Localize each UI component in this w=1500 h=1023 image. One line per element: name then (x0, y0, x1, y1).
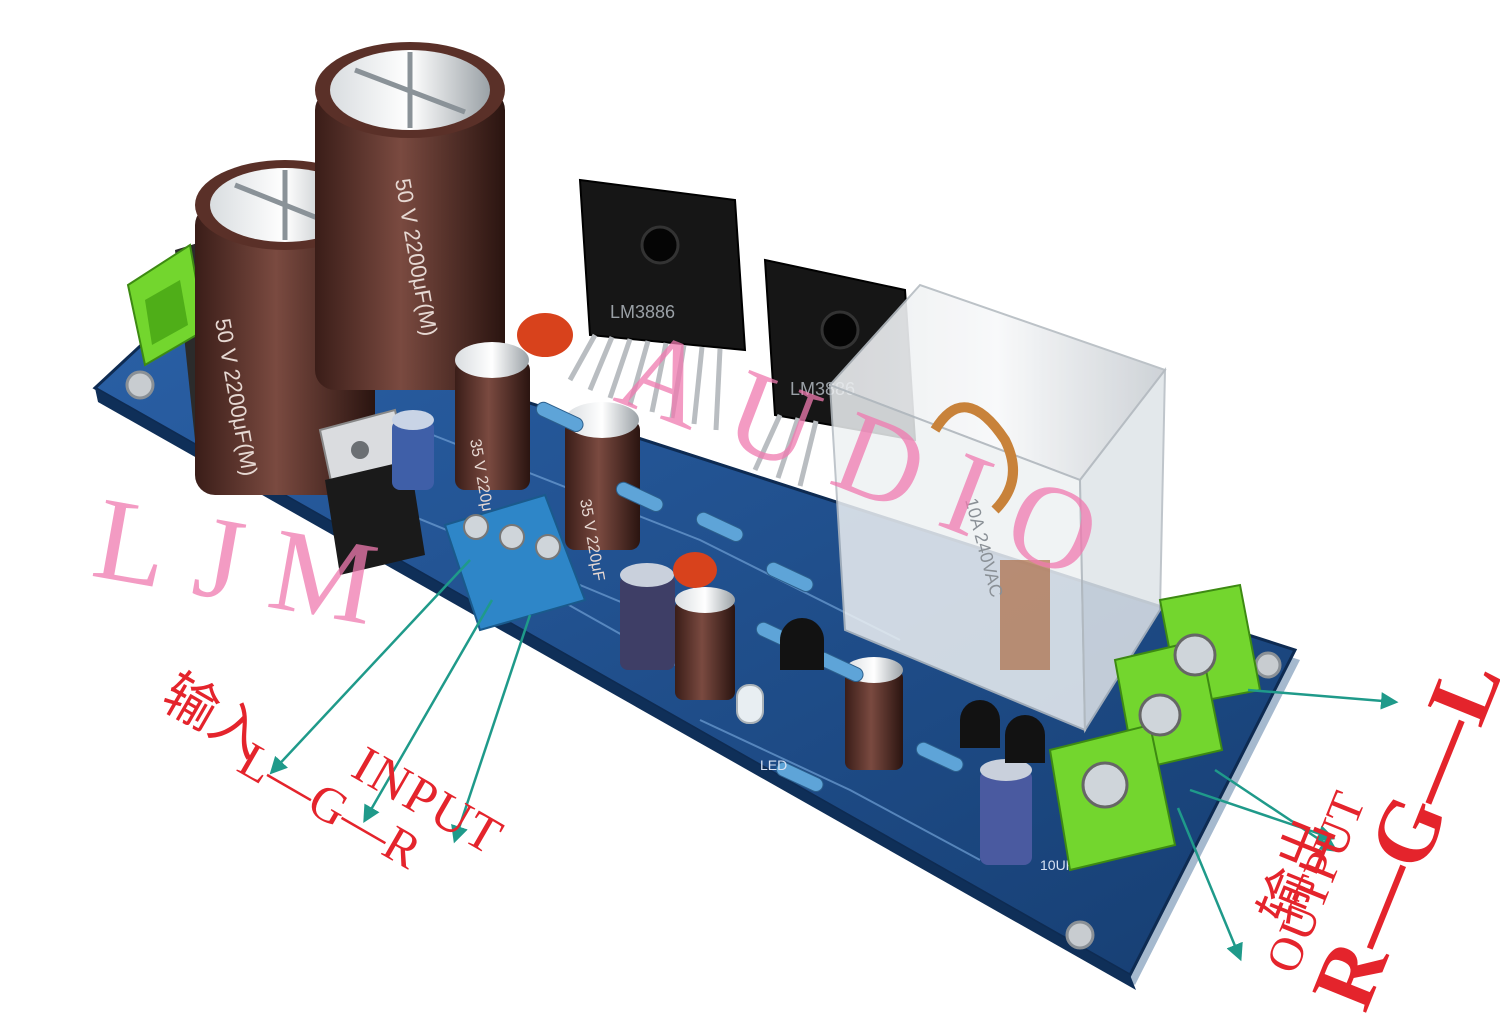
relay: 10A 240VAC (828, 283, 1167, 734)
output-arrows (1176, 688, 1399, 962)
capacitor-small-1: 35 V 220μF (455, 342, 530, 523)
chip-1-label: LM3886 (610, 302, 675, 322)
film-capacitor-2 (673, 552, 717, 588)
led-label: LED (760, 757, 787, 773)
cap-10uf-label: 10UF (1040, 857, 1074, 873)
amplifier-chip-1: LM3886 (567, 178, 747, 431)
led: LED (736, 684, 787, 773)
film-capacitor-1 (517, 313, 573, 357)
capacitor-tiny-2 (675, 587, 735, 700)
amplifier-board-photo: 50 V 2200μF(M) 50 V 2200μF(M) LM3886 LM3… (92, 42, 1399, 990)
capacitor-small-2: 35 V 220μF (565, 402, 640, 583)
capacitor-large-2: 50 V 2200μF(M) (315, 42, 505, 390)
resistor-array (535, 401, 964, 793)
capacitor-tiny-1 (620, 563, 675, 670)
transistors (780, 618, 1045, 763)
input-terminal-block (443, 493, 587, 632)
input-arrows (269, 559, 532, 844)
capacitor-tiny-4: 10UF (980, 759, 1074, 873)
capacitor-blue-1 (392, 410, 434, 490)
output-terminal-block (1048, 583, 1262, 872)
